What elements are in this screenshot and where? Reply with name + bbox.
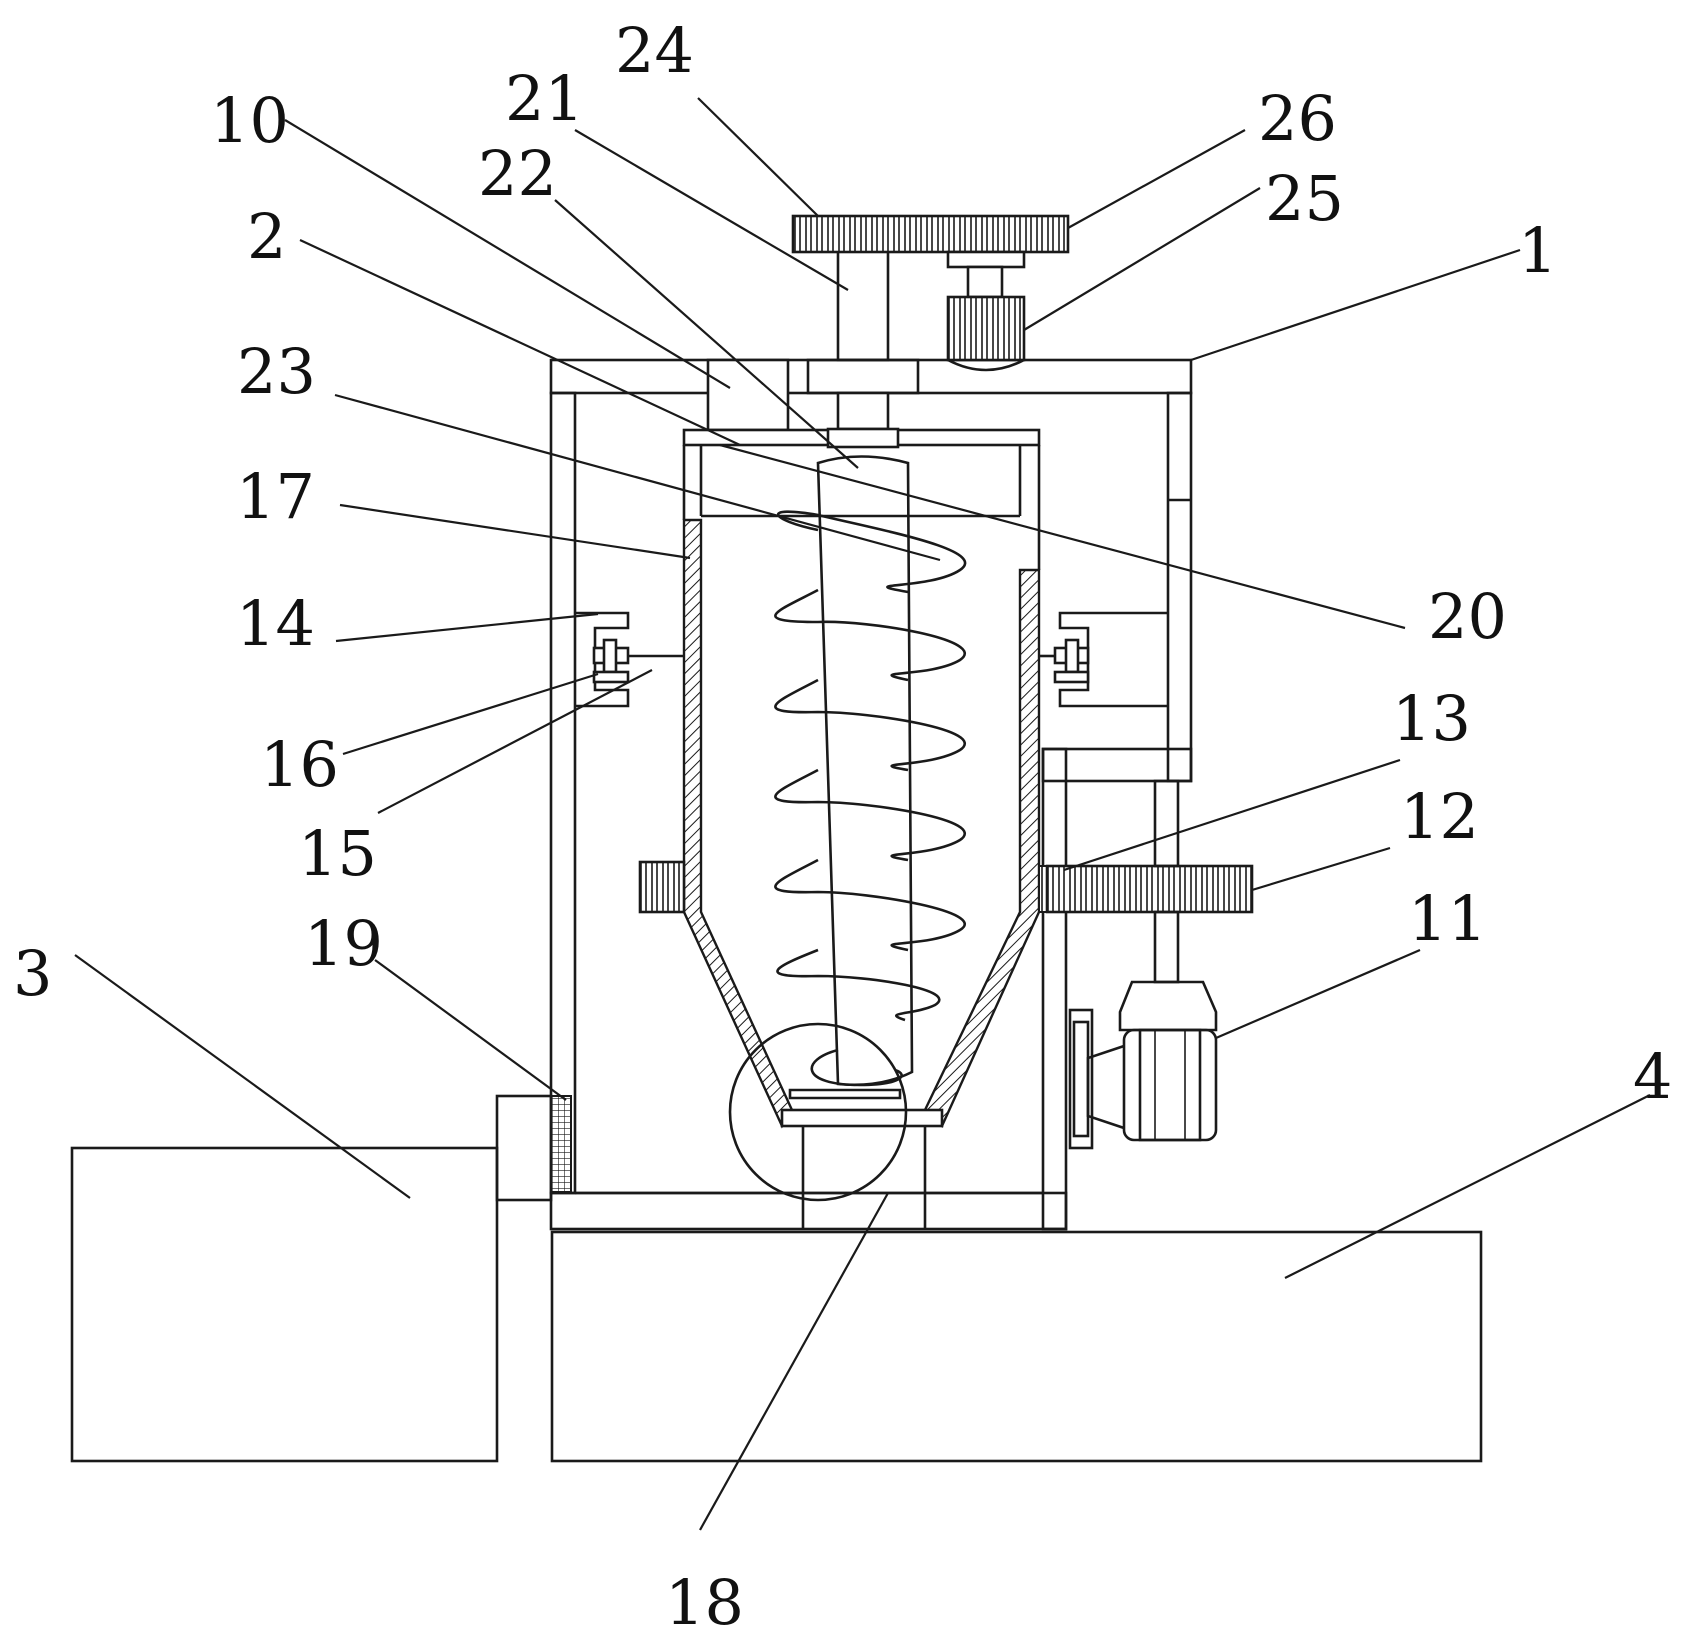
label-17: 17 bbox=[236, 460, 315, 533]
leader-14 bbox=[335, 612, 599, 643]
label-2: 2 bbox=[247, 200, 286, 273]
leader-25 bbox=[1023, 187, 1261, 331]
label-19: 19 bbox=[304, 907, 383, 980]
leader-22 bbox=[554, 199, 859, 469]
label-24: 24 bbox=[615, 14, 694, 87]
leader-26 bbox=[1067, 129, 1246, 229]
label-20: 20 bbox=[1428, 580, 1507, 653]
label-12: 12 bbox=[1400, 780, 1479, 853]
screw-conveyor bbox=[774, 455, 967, 1100]
leader-1 bbox=[1190, 248, 1521, 362]
top-drive-assembly bbox=[706, 214, 1070, 432]
leader-23 bbox=[334, 393, 941, 562]
leader-11 bbox=[1215, 948, 1421, 1040]
label-25: 25 bbox=[1265, 162, 1344, 235]
label-10: 10 bbox=[210, 84, 289, 157]
side-motor bbox=[1068, 779, 1218, 1150]
leader-4 bbox=[1284, 1094, 1651, 1279]
label-13: 13 bbox=[1392, 682, 1471, 755]
leader-24 bbox=[697, 97, 819, 217]
leader-19 bbox=[374, 959, 567, 1101]
right-slide-rail bbox=[1039, 611, 1168, 708]
leader-lines bbox=[74, 97, 1651, 1531]
side-box bbox=[70, 1094, 553, 1463]
label-4: 4 bbox=[1633, 1040, 1672, 1113]
label-21: 21 bbox=[505, 62, 584, 135]
label-16: 16 bbox=[260, 728, 339, 801]
label-1: 1 bbox=[1518, 214, 1557, 287]
leader-18 bbox=[699, 1192, 889, 1531]
leader-16 bbox=[342, 672, 599, 756]
leader-12 bbox=[1251, 846, 1391, 892]
leader-10 bbox=[284, 119, 731, 389]
detail-circle bbox=[728, 1022, 927, 1202]
top-small-gear bbox=[946, 295, 1026, 362]
label-15: 15 bbox=[298, 817, 377, 890]
drive-gear bbox=[1045, 864, 1254, 914]
leader-3 bbox=[74, 954, 411, 1199]
reference-numerals: 1 2 3 4 10 11 12 13 14 15 16 17 18 19 20… bbox=[13, 14, 1672, 1631]
leader-21 bbox=[574, 129, 849, 291]
label-11: 11 bbox=[1408, 882, 1487, 955]
label-14: 14 bbox=[236, 587, 315, 660]
leader-13 bbox=[1063, 758, 1401, 872]
leader-2 bbox=[299, 239, 741, 446]
leader-17 bbox=[339, 503, 691, 560]
label-22: 22 bbox=[478, 137, 557, 210]
label-18: 18 bbox=[665, 1566, 744, 1631]
left-slide-rail bbox=[575, 611, 684, 708]
rotating-cylinder bbox=[682, 445, 1041, 1129]
leader-15 bbox=[377, 669, 653, 814]
top-large-gear bbox=[791, 214, 1070, 254]
cylinder-lid bbox=[682, 427, 1041, 518]
leader-20 bbox=[719, 443, 1406, 630]
label-26: 26 bbox=[1258, 82, 1337, 155]
base-block bbox=[550, 1230, 1483, 1463]
filter-screen bbox=[550, 1095, 572, 1193]
label-3: 3 bbox=[13, 937, 52, 1010]
label-23: 23 bbox=[237, 335, 316, 408]
cylinder-ring-gear-left bbox=[638, 860, 686, 914]
